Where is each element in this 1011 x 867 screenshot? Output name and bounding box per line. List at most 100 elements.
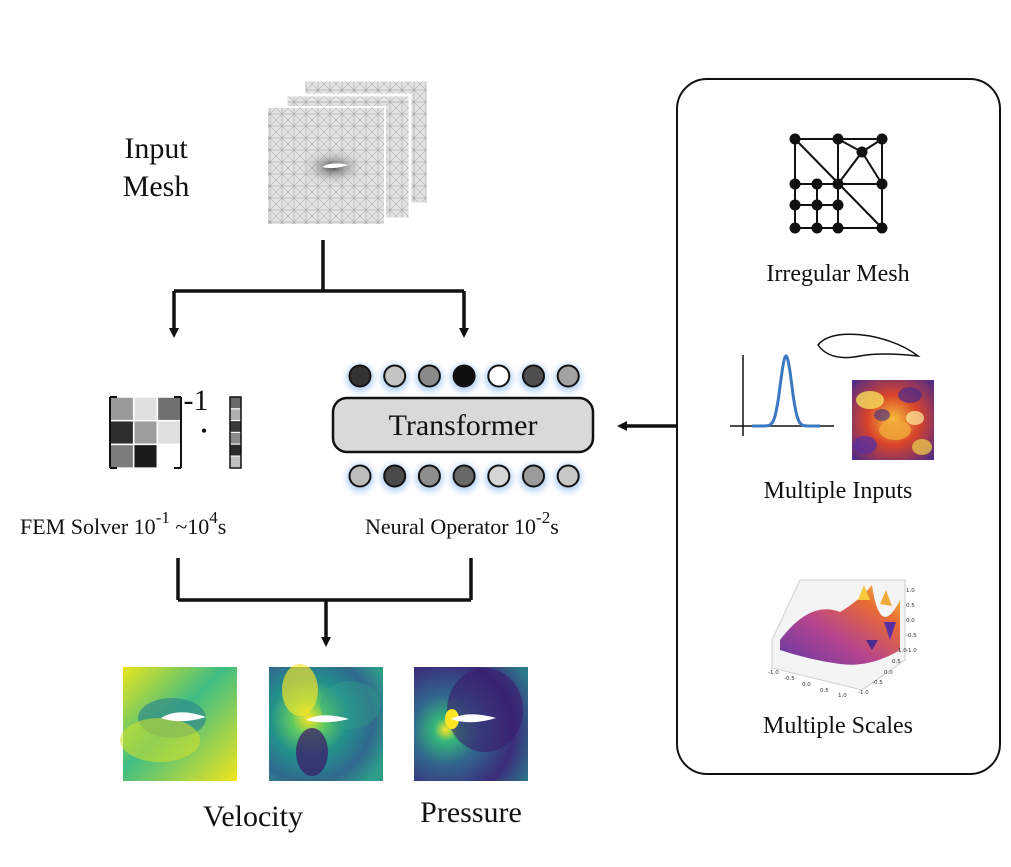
mesh-node <box>811 178 823 190</box>
matrix-cell <box>156 443 182 469</box>
x-tick: 0.0 <box>802 682 811 688</box>
merge-connector <box>176 558 473 647</box>
x-tick: -1.0 <box>768 670 779 676</box>
mesh-node <box>876 222 888 234</box>
pressure-label: Pressure <box>420 796 522 829</box>
token-node <box>522 464 545 488</box>
multiply-dot: • <box>201 421 207 441</box>
mesh-node <box>856 146 868 158</box>
vector-cell <box>229 431 242 445</box>
irregular-mesh-label: Irregular Mesh <box>766 261 909 287</box>
transformer-block: Transformer <box>331 396 595 454</box>
mesh-node <box>876 133 888 145</box>
y-tick: -1.0 <box>858 690 869 696</box>
matrix-cell <box>132 396 159 422</box>
mesh-node <box>832 133 844 145</box>
airfoil-shape <box>161 712 206 722</box>
vector-cell <box>229 408 242 422</box>
token-node <box>383 364 407 388</box>
matrix-cell <box>156 396 182 422</box>
mesh-node <box>811 199 823 211</box>
token-node <box>487 464 511 488</box>
matrix-cell <box>132 419 159 446</box>
token-row-top <box>346 364 583 392</box>
mesh-node <box>876 178 888 190</box>
velocity-field-image <box>120 667 237 781</box>
token-node <box>556 464 580 488</box>
token-row-bottom <box>346 464 583 492</box>
z-tick: 0.5 <box>906 603 915 609</box>
neural-operator-label: Neural Operator 10-2s <box>365 508 559 539</box>
token-node <box>383 464 407 488</box>
matrix-cell <box>109 396 135 422</box>
token-node <box>417 364 441 388</box>
no-exp: -2 <box>536 508 550 527</box>
vector-cell <box>229 455 242 469</box>
multiple-inputs-label: Multiple Inputs <box>764 478 913 504</box>
airfoil-shape <box>451 714 496 723</box>
y-tick: 0.0 <box>884 670 893 676</box>
fem-exp2: 4 <box>209 508 218 527</box>
vector-cell <box>229 396 242 410</box>
matrix-cell <box>156 419 182 446</box>
random-field-heatmap <box>852 380 934 460</box>
x-tick: -0.5 <box>784 676 795 682</box>
y-tick: 0.5 <box>892 659 901 665</box>
mesh-node <box>789 178 801 190</box>
pressure-field-image <box>414 667 528 781</box>
fem-unit: s <box>218 514 227 539</box>
token-node <box>556 364 580 388</box>
airfoil-shape <box>306 715 349 723</box>
mesh-node <box>789 199 801 211</box>
airfoil-icon <box>322 163 348 169</box>
input-mesh-stack <box>266 78 430 226</box>
gaussian-curve-icon <box>730 353 834 436</box>
airfoil-outline-icon <box>817 333 921 359</box>
mesh-node-dots <box>789 133 888 234</box>
mesh-node <box>789 222 801 234</box>
vector-outline <box>229 396 242 469</box>
token-node <box>522 364 545 388</box>
mesh-front-sheet <box>266 106 386 226</box>
token-node <box>417 464 441 488</box>
fem-label-base: FEM Solver 10 <box>20 514 156 539</box>
z-tick: -0.5 <box>906 633 917 639</box>
fem-exp1: -1 <box>156 508 170 527</box>
token-node <box>348 464 372 488</box>
velocity-component-field-image <box>269 664 383 781</box>
fem-matrix-icon <box>109 396 182 469</box>
surface-axis-ticks: -1.0 -0.5 0.0 0.5 1.0 -1.0 -0.5 0.0 0.5 … <box>768 588 917 699</box>
split-connector <box>169 240 469 338</box>
multiple-scales-label: Multiple Scales <box>763 713 913 739</box>
velocity-label: Velocity <box>203 800 303 833</box>
mesh-node <box>832 199 844 211</box>
matrix-cell <box>109 443 135 469</box>
vector-cell <box>229 420 242 433</box>
vector-cell <box>229 443 242 457</box>
fem-vector-icon <box>229 396 242 469</box>
input-mesh-label-line1: Input <box>124 132 188 165</box>
mesh-node <box>789 133 801 145</box>
no-label-base: Neural Operator 10 <box>365 514 536 539</box>
fem-solver-label: FEM Solver 10-1 ~104s <box>20 508 226 539</box>
z-tick: 1.0 <box>906 588 915 594</box>
input-mesh-label-line2: Mesh <box>123 170 190 203</box>
matrix-bracket <box>109 396 182 469</box>
mesh-node <box>832 222 844 234</box>
transformer-label: Transformer <box>389 409 538 442</box>
fem-tilde: ~10 <box>170 514 209 539</box>
y-tick: 1.0 <box>898 648 907 654</box>
token-node <box>452 364 476 388</box>
x-tick: 1.0 <box>838 693 847 699</box>
matrix-cell <box>132 443 159 469</box>
z-tick: 0.0 <box>906 618 915 624</box>
y-tick: -0.5 <box>872 680 883 686</box>
token-node <box>487 364 511 388</box>
x-tick: 0.5 <box>820 688 829 694</box>
token-node <box>452 464 476 488</box>
z-tick: -1.0 <box>906 648 917 654</box>
token-node <box>348 364 372 388</box>
mesh-node <box>832 178 844 190</box>
surface-plot-icon <box>771 579 906 691</box>
mesh-node <box>811 222 823 234</box>
